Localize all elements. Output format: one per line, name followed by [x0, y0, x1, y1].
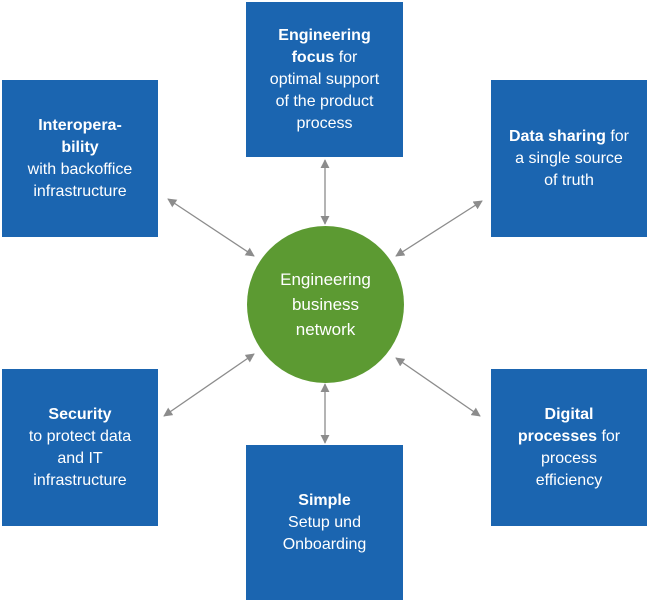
center-line1: Engineering	[280, 270, 371, 289]
box-interoperability-text: Interopera- bility with backoffice infra…	[28, 115, 133, 203]
box-bottom-left-line4: infrastructure	[33, 471, 127, 489]
box-data-sharing: Data sharing for a single source of trut…	[491, 80, 647, 237]
arrow-bottom-left	[163, 353, 255, 417]
box-engineering-focus-text: Engineering focus for optimal support of…	[270, 25, 379, 135]
box-bottom-right-line4: efficiency	[535, 471, 603, 489]
box-top-bold2: focus	[291, 48, 335, 66]
box-digital-processes: Digital processes for process efficiency	[491, 369, 647, 526]
box-bottom-right-bold1: Digital	[544, 405, 594, 423]
box-bottom-right-rest2: for	[597, 427, 621, 445]
box-security-text: Security to protect data and IT infrastr…	[29, 404, 131, 492]
box-top-line3: optimal support	[269, 70, 380, 88]
box-digital-processes-text: Digital processes for process efficiency	[518, 404, 620, 492]
box-simple: Simple Setup und Onboarding	[246, 445, 403, 600]
box-bottom-right-bold2: processes	[517, 427, 598, 445]
center-circle: Engineering business network	[247, 226, 404, 383]
box-top-left-line3: with backoffice	[27, 160, 133, 178]
box-interoperability: Interopera- bility with backoffice infra…	[2, 80, 158, 237]
box-data-sharing-text: Data sharing for a single source of trut…	[509, 126, 629, 192]
arrow-bottom-right	[395, 357, 481, 417]
arrow-top-left	[167, 198, 255, 257]
box-bottom-right-line3: process	[540, 449, 597, 467]
center-line3: network	[295, 320, 356, 339]
box-top-line4: of the product	[275, 92, 374, 110]
box-top-right-rest1: for	[605, 127, 630, 145]
box-bottom-left-line2: to protect data	[28, 427, 132, 445]
box-bottom-line2: Setup und	[288, 513, 361, 531]
box-top-bold1: Engineering	[278, 26, 371, 44]
arrow-top-right	[395, 200, 483, 257]
box-bottom-bold1: Simple	[298, 491, 351, 509]
box-top-right-line2: a single source	[515, 149, 623, 167]
box-bottom-left-bold1: Security	[48, 405, 112, 423]
box-simple-text: Simple Setup und Onboarding	[283, 490, 367, 556]
center-circle-text: Engineering business network	[280, 267, 371, 342]
box-engineering-focus: Engineering focus for optimal support of…	[246, 2, 403, 157]
box-top-left-line4: infrastructure	[33, 182, 127, 200]
box-security: Security to protect data and IT infrastr…	[2, 369, 158, 526]
box-top-left-bold1: Interopera-	[38, 116, 122, 134]
box-bottom-left-line3: and IT	[57, 449, 103, 467]
box-top-right-bold1: Data sharing	[508, 127, 606, 145]
box-bottom-line3: Onboarding	[282, 535, 367, 553]
box-top-right-line3: of truth	[544, 171, 594, 189]
center-line2: business	[291, 295, 360, 314]
box-top-line5: process	[296, 114, 353, 132]
box-top-left-bold2: bility	[61, 138, 99, 156]
box-top-rest2: for	[334, 48, 358, 66]
